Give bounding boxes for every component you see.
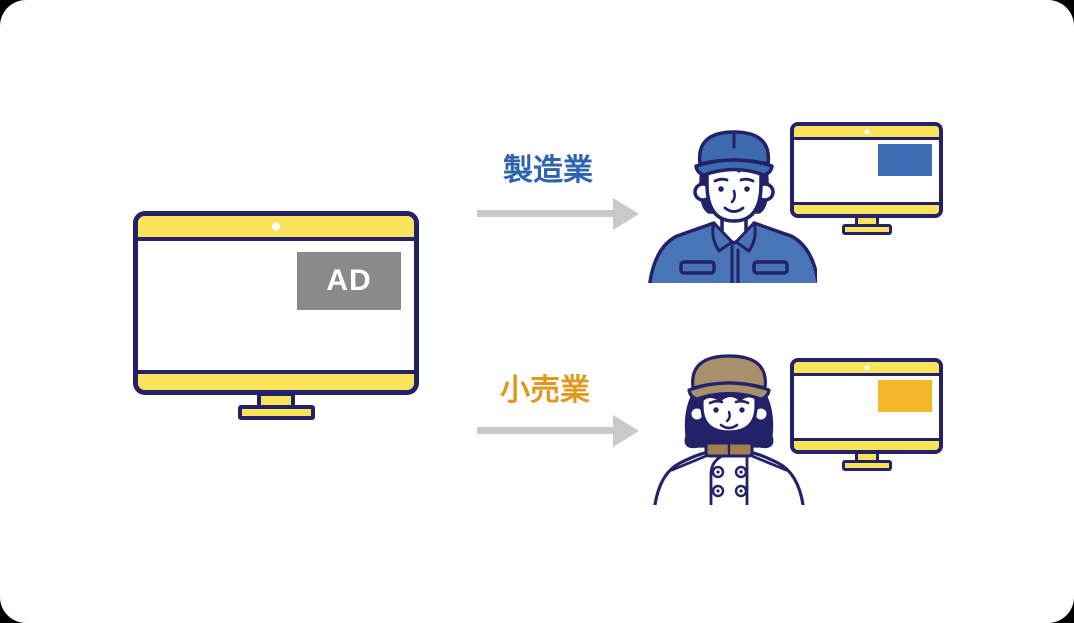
worker-eyebrow-left: [713, 177, 729, 183]
arrow-right-icon: [477, 427, 614, 434]
manufacturing-ad-banner: [878, 144, 932, 176]
retail-shoulder-seam-left: [670, 454, 708, 472]
retail-worker-illustration: [652, 350, 807, 505]
arrow-right-icon: [477, 210, 614, 217]
retail-eye-right: [739, 407, 745, 413]
retail-button-dots: [716, 470, 743, 493]
manufacturing-monitor-bezel-top: [794, 126, 939, 140]
arrow-right-icon: [613, 198, 639, 230]
retail-mouth: [719, 423, 739, 430]
retail-nose: [725, 410, 731, 423]
retail-ad-banner: [878, 380, 932, 412]
arrow-right-icon: [613, 415, 639, 447]
worker-pocket-left: [679, 260, 716, 275]
retail-monitor-bezel-bottom: [794, 438, 939, 450]
factory-worker-illustration: [645, 120, 817, 283]
retail-monitor-stand-base: [842, 460, 892, 471]
retail-neck: [717, 429, 741, 445]
worker-eyebrow-right: [739, 177, 755, 183]
retail-eyebrow-left: [708, 399, 724, 405]
retail-coat: [653, 450, 805, 505]
worker-lapel-left: [711, 221, 734, 253]
source-monitor-screen: AD: [138, 241, 414, 370]
retail-eyebrow-right: [734, 399, 750, 405]
worker-placket: [730, 244, 740, 283]
flow-label-manufacturing: 製造業: [503, 154, 593, 187]
source-monitor-bezel-top: [138, 216, 414, 241]
source-monitor: AD: [133, 211, 419, 395]
manufacturing-monitor-bezel-bottom: [794, 202, 939, 214]
camera-dot-icon: [864, 128, 869, 134]
flow-label-retail: 小売業: [500, 374, 590, 407]
worker-lapel-right: [734, 221, 757, 253]
worker-cap-brim: [694, 158, 774, 177]
worker-eye-right: [744, 186, 750, 192]
worker-mouth: [723, 206, 745, 213]
manufacturing-monitor: [790, 122, 943, 218]
manufacturing-monitor-stand-base: [842, 224, 892, 235]
retail-monitor-bezel-top: [794, 362, 939, 376]
retail-eye-left: [713, 407, 719, 413]
source-monitor-bezel-bottom: [138, 370, 414, 390]
retail-shoulder-seam-right: [750, 454, 788, 472]
worker-eye-left: [718, 186, 724, 192]
ad-banner: AD: [297, 252, 401, 310]
worker-nose: [730, 189, 736, 204]
retail-cap-brim: [687, 381, 771, 401]
retail-monitor-screen: [794, 376, 939, 438]
camera-dot-icon: [272, 222, 280, 231]
retail-monitor: [790, 358, 943, 454]
manufacturing-monitor-screen: [794, 140, 939, 202]
retail-placket-left: [709, 454, 724, 505]
worker-pocket-right: [752, 260, 789, 275]
camera-dot-icon: [864, 364, 869, 370]
source-monitor-stand-base: [238, 405, 315, 420]
